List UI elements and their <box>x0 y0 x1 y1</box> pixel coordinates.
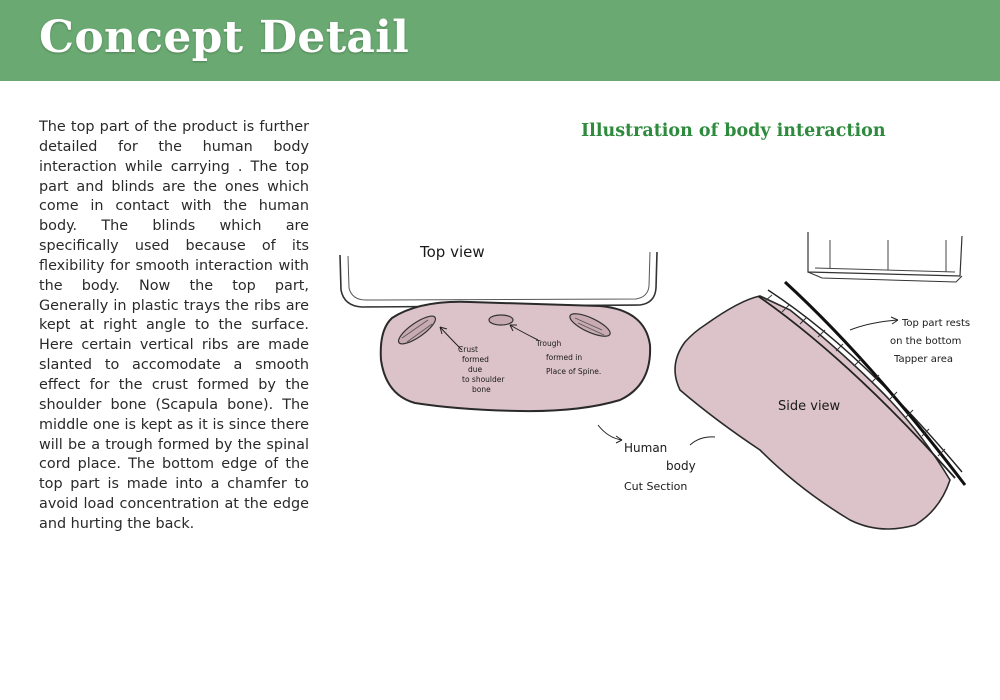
side-view-label: Side view <box>778 399 841 414</box>
top-part-rest-note: Top part rests on the bottom Tapper area <box>890 318 970 365</box>
svg-text:formed: formed <box>462 355 489 364</box>
svg-text:Place of Spine.: Place of Spine. <box>546 367 601 376</box>
svg-text:Cut Section: Cut Section <box>624 480 687 493</box>
svg-text:Crust: Crust <box>458 345 478 354</box>
svg-text:due: due <box>468 365 483 374</box>
top-view-sketch: Top view Crust formed due to shoulder bo… <box>339 243 716 493</box>
svg-text:Trough: Trough <box>535 339 562 348</box>
crust-note: Crust formed due to shoulder bone <box>458 345 505 394</box>
svg-text:on the bottom: on the bottom <box>890 336 961 347</box>
trough-note: Trough formed in Place of Spine. <box>535 339 601 376</box>
side-body-section <box>674 295 951 530</box>
body-interaction-sketch: Top view Crust formed due to shoulder bo… <box>339 232 970 530</box>
top-view-label: Top view <box>419 243 485 261</box>
svg-text:Tapper area: Tapper area <box>893 354 953 365</box>
illustration-title: Illustration of body interaction <box>581 121 886 141</box>
page-title: Concept Detail <box>39 12 410 63</box>
svg-text:formed in: formed in <box>546 353 582 362</box>
side-view-sketch: Side view Top part rests on the bottom T… <box>674 232 970 530</box>
body-cross-section <box>379 300 652 413</box>
rib-marks <box>397 313 611 345</box>
header-bar: Concept Detail <box>0 0 1000 81</box>
svg-text:Human: Human <box>624 441 667 455</box>
description-paragraph: The top part of the product is further d… <box>39 119 309 532</box>
svg-text:to shoulder: to shoulder <box>462 375 505 384</box>
side-ribs <box>764 294 946 457</box>
tray-front-sketch <box>807 232 963 283</box>
svg-text:bone: bone <box>472 385 491 394</box>
svg-text:Top part rests: Top part rests <box>901 318 970 329</box>
svg-text:body: body <box>666 459 696 473</box>
human-body-note: Human body Cut Section <box>624 441 696 493</box>
